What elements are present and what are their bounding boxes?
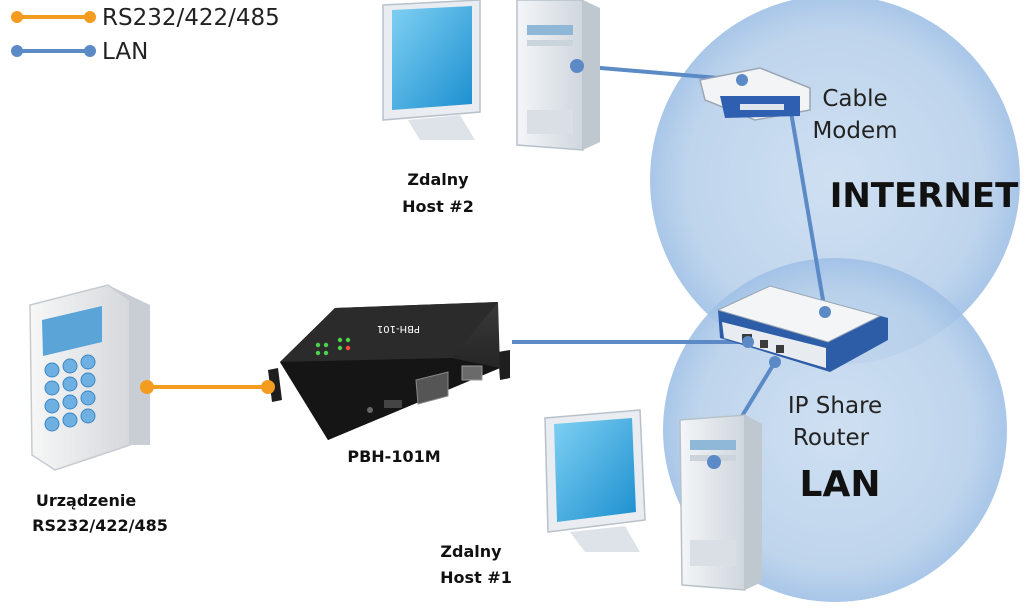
legend-serial-label: RS232/422/485: [102, 5, 280, 31]
converter-label: PBH-101M: [347, 447, 440, 466]
host2-label-line1: Zdalny: [407, 170, 469, 189]
router-icon: [716, 285, 888, 372]
router-label-line2: Router: [793, 425, 870, 451]
link-modem-router: [788, 105, 827, 313]
cable-modem-icon: [699, 67, 811, 121]
converter-front-text: PBH-101: [377, 323, 420, 334]
legend-serial-line: [11, 11, 96, 23]
legend: RS232/422/485 LAN: [11, 5, 280, 65]
serial-device-label-line2: RS232/422/485: [32, 516, 168, 535]
host1-label-line1: Zdalny: [440, 542, 502, 561]
cable-modem-label-line2: Modem: [812, 118, 897, 144]
host2-label-line2: Host #2: [402, 197, 474, 216]
router-label-line1: IP Share: [788, 393, 882, 419]
host1-label-line2: Host #1: [440, 568, 512, 587]
legend-lan-label: LAN: [102, 39, 148, 65]
host1-computer-icon: [544, 409, 762, 591]
cable-modem-label-line1: Cable: [822, 86, 887, 112]
lan-zone-label: LAN: [800, 464, 881, 505]
converter-device-icon: PBH-101: [261, 302, 510, 440]
serial-device-label-line1: Urządzenie: [36, 491, 136, 510]
internet-zone-label: INTERNET: [830, 176, 1019, 216]
serial-keypad-device-icon: [29, 284, 154, 471]
host2-computer-icon: [382, 0, 600, 151]
legend-lan-line: [11, 45, 96, 57]
